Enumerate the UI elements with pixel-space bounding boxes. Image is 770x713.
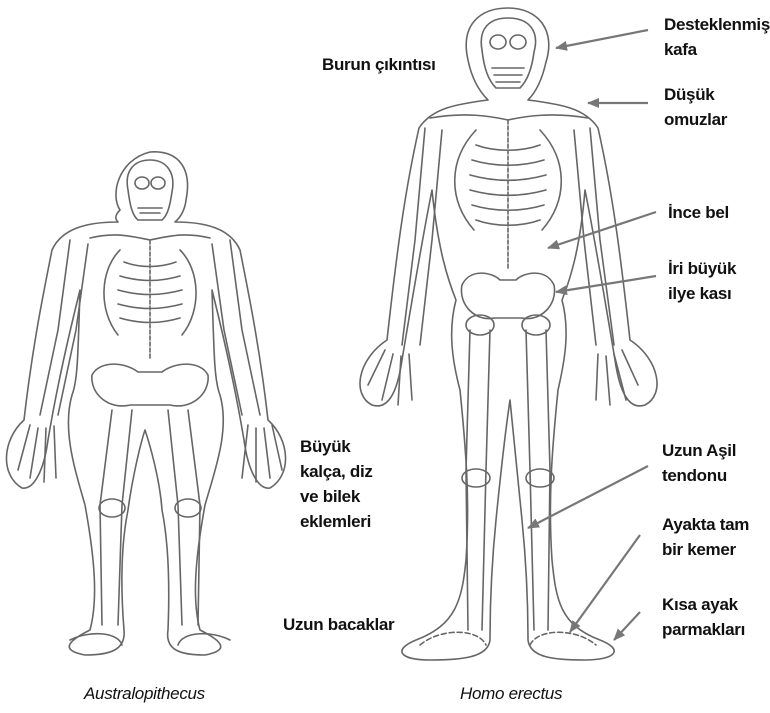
label-iri-buyuk-ilye-kasi: İri büyük ilye kası (668, 256, 736, 306)
arrow-asil (528, 466, 648, 528)
arrow-kafa (556, 30, 648, 48)
homo-erectus-skeleton (360, 8, 657, 660)
label-uzun-bacaklar: Uzun bacaklar (283, 612, 394, 637)
arrow-kemer (570, 535, 640, 632)
label-ince-bel: İnce bel (668, 200, 729, 225)
caption-australopithecus: Australopithecus (84, 684, 205, 704)
label-burun-cikintisi: Burun çıkıntısı (322, 52, 436, 77)
label-buyuk-eklemler: Büyük kalça, diz ve bilek eklemleri (300, 434, 373, 534)
arrow-bel (548, 212, 656, 248)
label-uzun-asil-tendonu: Uzun Aşil tendonu (662, 438, 736, 488)
label-ayakta-tam-bir-kemer: Ayakta tam bir kemer (662, 512, 749, 562)
caption-homo-erectus: Homo erectus (460, 684, 562, 704)
australopithecus-pelvis (92, 364, 208, 406)
label-kisa-ayak-parmaklari: Kısa ayak parmakları (662, 592, 745, 642)
australopithecus-skull (127, 160, 173, 220)
label-dusuk-omuzlar: Düşük omuzlar (664, 82, 727, 132)
arrow-parmak (614, 612, 640, 640)
homo-erectus-pelvis (461, 273, 554, 318)
homo-erectus-skull (481, 18, 535, 88)
label-desteklenmis-kafa: Desteklenmiş kafa (664, 12, 770, 62)
australopithecus-body-outline (6, 152, 285, 655)
australopithecus-skeleton (6, 152, 285, 655)
